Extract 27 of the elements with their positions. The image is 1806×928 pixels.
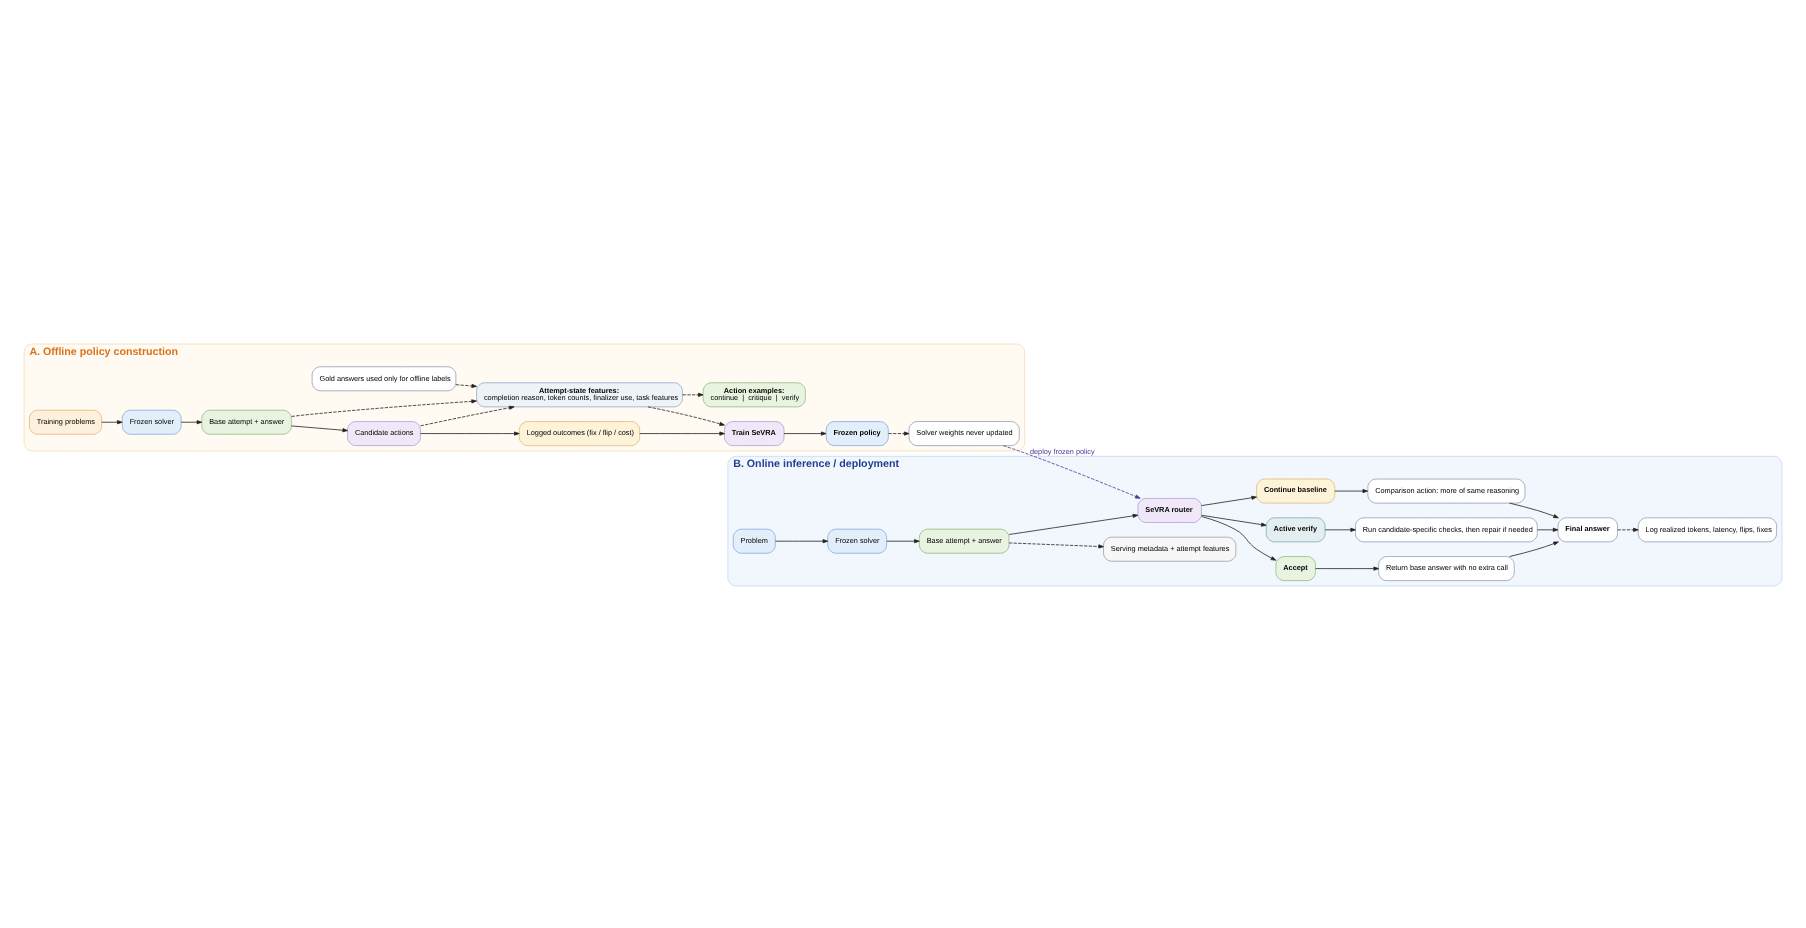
- arrow: [291, 398, 477, 416]
- arrow: [775, 538, 829, 543]
- arrow: [1536, 526, 1559, 531]
- arrow: [1617, 526, 1639, 531]
- arrow: [639, 430, 725, 435]
- arrow: [1509, 501, 1559, 518]
- arrow: [1008, 541, 1104, 548]
- arrow: [1201, 494, 1257, 505]
- arrow: [1002, 444, 1141, 498]
- arrow: [455, 382, 477, 387]
- arrow: [783, 430, 827, 435]
- arrow: [1201, 513, 1267, 526]
- arrow: [1509, 540, 1559, 556]
- arrow: [101, 419, 123, 424]
- arrow: [420, 430, 520, 435]
- arrow: [888, 430, 910, 435]
- arrow: [886, 538, 920, 543]
- arrow: [682, 391, 704, 396]
- arrow: [420, 404, 515, 426]
- arrow: [1334, 488, 1368, 493]
- arrow: [1324, 526, 1356, 531]
- arrow: [291, 424, 348, 432]
- arrow: [180, 419, 203, 424]
- arrow: [647, 405, 725, 425]
- arrow: [1315, 565, 1379, 570]
- arrow: [1201, 515, 1277, 560]
- arrow: [1008, 512, 1139, 534]
